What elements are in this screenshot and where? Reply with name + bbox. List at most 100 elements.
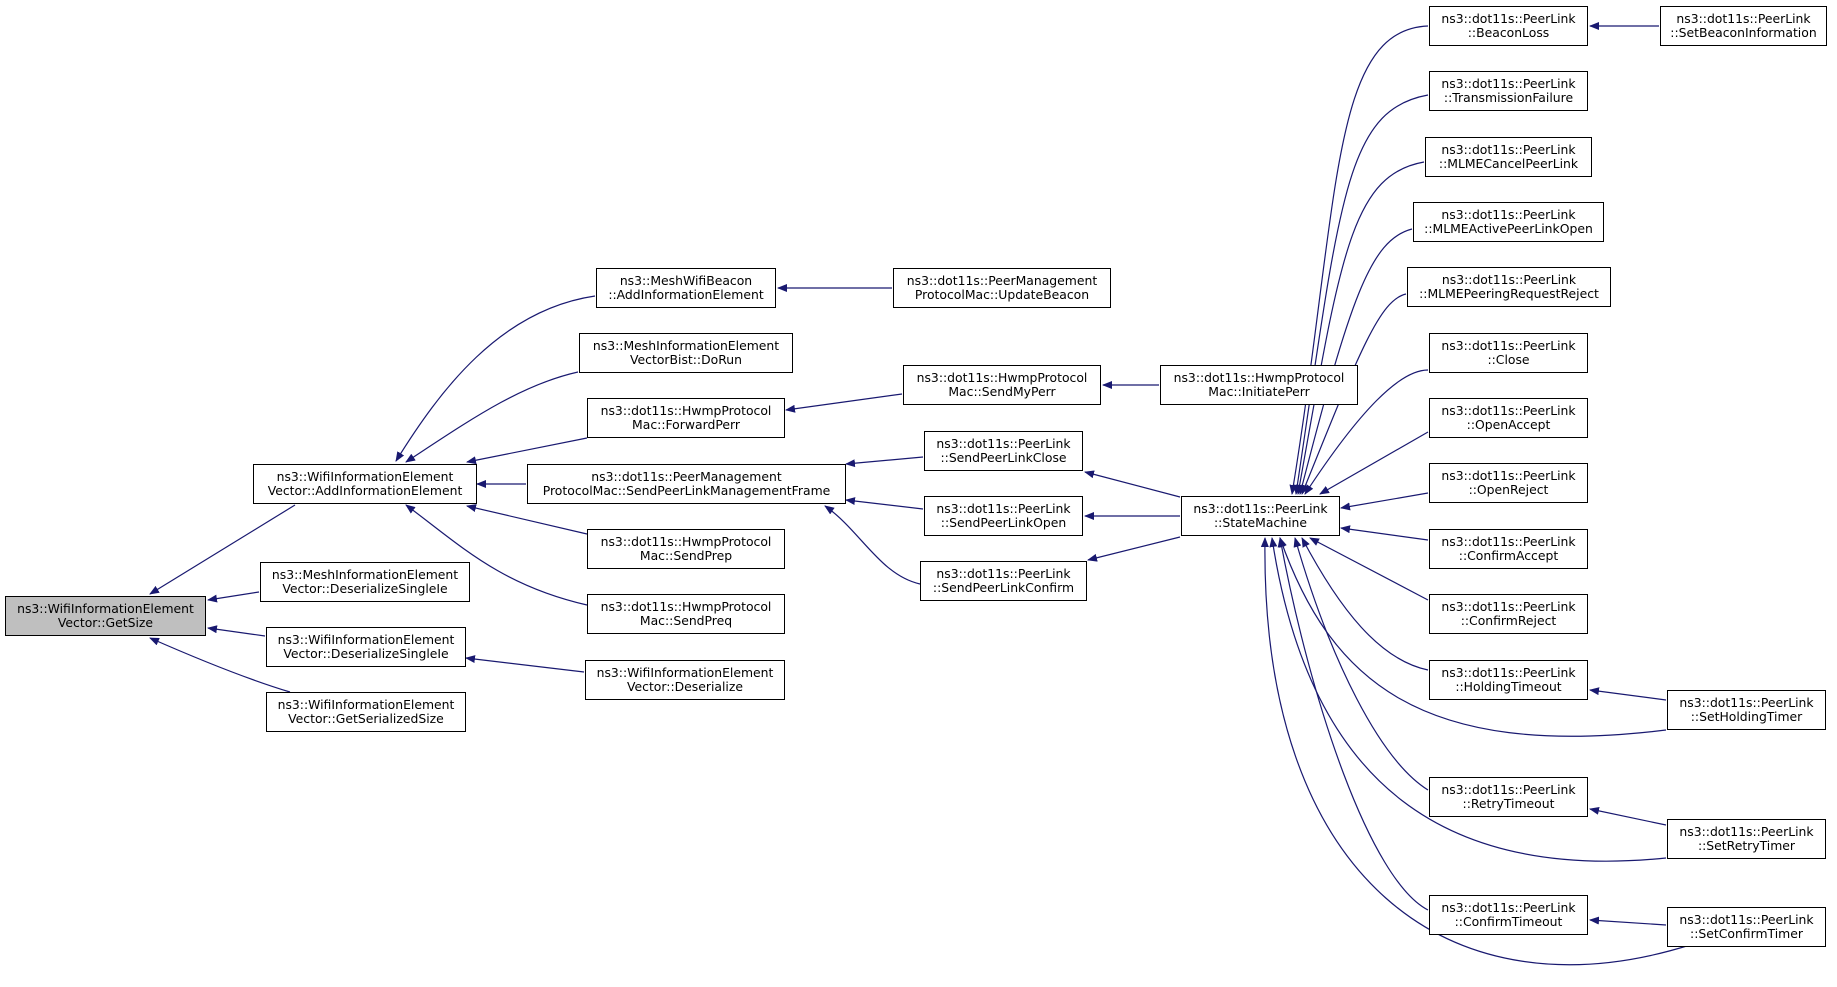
node-initperr[interactable]: ns3::dot11s::HwmpProtocol Mac::InitiateP… xyxy=(1160,365,1358,405)
node-fwdperr[interactable]: ns3::dot11s::HwmpProtocol Mac::ForwardPe… xyxy=(587,398,785,438)
node-addinfo[interactable]: ns3::WifiInformationElement Vector::AddI… xyxy=(253,464,477,504)
node-getsize: ns3::WifiInformationElement Vector::GetS… xyxy=(5,596,206,636)
edge-splconfirm-to-sendplmf xyxy=(824,505,921,585)
node-splclose[interactable]: ns3::dot11s::PeerLink ::SendPeerLinkClos… xyxy=(924,431,1083,471)
node-wifi-deser-line1: ns3::WifiInformationElement xyxy=(277,632,455,647)
node-statemachine-line2: ::StateMachine xyxy=(1213,515,1307,530)
node-setretry[interactable]: ns3::dot11s::PeerLink ::SetRetryTimer xyxy=(1667,819,1826,859)
node-beaconloss[interactable]: ns3::dot11s::PeerLink ::BeaconLoss xyxy=(1429,6,1588,46)
node-openreject-line2: ::OpenReject xyxy=(1468,482,1549,497)
edge-wifi_deserialize-to-wifi_deser xyxy=(465,655,585,673)
node-confreject[interactable]: ns3::dot11s::PeerLink ::ConfirmReject xyxy=(1429,594,1588,634)
node-txfail[interactable]: ns3::dot11s::PeerLink ::TransmissionFail… xyxy=(1429,71,1588,111)
node-retryto[interactable]: ns3::dot11s::PeerLink ::RetryTimeout xyxy=(1429,777,1588,817)
node-beacon-addinfo[interactable]: ns3::MeshWifiBeacon ::AddInformationElem… xyxy=(596,268,776,308)
node-wifi-deser[interactable]: ns3::WifiInformationElement Vector::Dese… xyxy=(266,627,466,667)
node-sendmyperr[interactable]: ns3::dot11s::HwmpProtocol Mac::SendMyPer… xyxy=(903,365,1101,405)
node-statemachine[interactable]: ns3::dot11s::PeerLink ::StateMachine xyxy=(1181,496,1340,536)
edge-beacon_addinfo-to-addinfo xyxy=(395,295,596,462)
node-beaconloss-line1: ns3::dot11s::PeerLink xyxy=(1441,11,1576,26)
node-mesh-deser-line1: ns3::MeshInformationElement xyxy=(271,567,459,582)
node-confreject-line2: ::ConfirmReject xyxy=(1460,613,1557,628)
node-mlmecancel-line2: ::MLMECancelPeerLink xyxy=(1438,156,1579,171)
edge-mlmeactive-to-statemachine xyxy=(1298,228,1413,495)
node-openaccept-line2: ::OpenAccept xyxy=(1466,417,1551,432)
node-sendprep-line2: Mac::SendPrep xyxy=(639,548,733,563)
node-retryto-line1: ns3::dot11s::PeerLink xyxy=(1441,782,1576,797)
edge-splopen-to-sendplmf xyxy=(845,497,924,510)
node-splopen-line2: ::SendPeerLinkOpen xyxy=(940,515,1067,530)
node-sendplmf[interactable]: ns3::dot11s::PeerManagement ProtocolMac:… xyxy=(527,464,846,504)
node-setbeacon-line2: ::SetBeaconInformation xyxy=(1670,25,1817,40)
node-mlmecancel[interactable]: ns3::dot11s::PeerLink ::MLMECancelPeerLi… xyxy=(1425,137,1592,177)
node-holdto-line2: ::HoldingTimeout xyxy=(1455,679,1562,694)
node-mlmereject[interactable]: ns3::dot11s::PeerLink ::MLMEPeeringReque… xyxy=(1407,267,1611,307)
node-setconfirm[interactable]: ns3::dot11s::PeerLink ::SetConfirmTimer xyxy=(1667,907,1826,947)
node-close-line1: ns3::dot11s::PeerLink xyxy=(1441,338,1576,353)
node-confaccept-line2: ::ConfirmAccept xyxy=(1458,548,1559,563)
node-fwdperr-line2: Mac::ForwardPerr xyxy=(632,417,740,432)
edge-setretry-to-retryto xyxy=(1589,806,1667,826)
node-initperr-line1: ns3::dot11s::HwmpProtocol xyxy=(1173,370,1345,385)
node-mlmereject-line1: ns3::dot11s::PeerLink xyxy=(1441,272,1577,287)
node-setholding-line1: ns3::dot11s::PeerLink xyxy=(1679,695,1814,710)
edge-sendprep-to-addinfo xyxy=(466,504,588,535)
node-beacon-addinfo-line2: ::AddInformationElement xyxy=(608,287,764,302)
node-confirmto-line2: ::ConfirmTimeout xyxy=(1454,914,1563,929)
edge-statemachine-to-splclose xyxy=(1084,470,1181,498)
node-sendplmf-line1: ns3::dot11s::PeerManagement xyxy=(591,469,782,484)
node-mesh-deser[interactable]: ns3::MeshInformationElement Vector::Dese… xyxy=(260,562,470,602)
node-holdto-line1: ns3::dot11s::PeerLink xyxy=(1441,665,1576,680)
edge-holdto-to-statemachine xyxy=(1301,537,1429,671)
node-confaccept[interactable]: ns3::dot11s::PeerLink ::ConfirmAccept xyxy=(1429,529,1588,569)
edge-confreject-to-statemachine xyxy=(1309,537,1429,601)
edge-retryto-to-statemachine xyxy=(1293,537,1429,791)
node-confirmto[interactable]: ns3::dot11s::PeerLink ::ConfirmTimeout xyxy=(1429,895,1588,935)
node-sendmyperr-line2: Mac::SendMyPerr xyxy=(948,384,1056,399)
node-wifi-deserialize[interactable]: ns3::WifiInformationElement Vector::Dese… xyxy=(585,660,785,700)
node-getserial[interactable]: ns3::WifiInformationElement Vector::GetS… xyxy=(266,692,466,732)
node-mlmeactive[interactable]: ns3::dot11s::PeerLink ::MLMEActivePeerLi… xyxy=(1413,202,1604,242)
node-confaccept-line1: ns3::dot11s::PeerLink xyxy=(1441,534,1576,549)
node-splconfirm[interactable]: ns3::dot11s::PeerLink ::SendPeerLinkConf… xyxy=(920,561,1087,601)
edge-confaccept-to-statemachine xyxy=(1340,525,1429,541)
node-openaccept[interactable]: ns3::dot11s::PeerLink ::OpenAccept xyxy=(1429,398,1588,438)
node-setholding[interactable]: ns3::dot11s::PeerLink ::SetHoldingTimer xyxy=(1667,690,1826,730)
edge-mlmecancel-to-statemachine xyxy=(1295,161,1425,495)
edge-mlmereject-to-statemachine xyxy=(1301,293,1407,495)
edge-fwdperr-to-addinfo xyxy=(466,437,588,465)
edge-wifi_deser-to-getsize xyxy=(207,625,266,637)
node-beaconloss-line2: ::BeaconLoss xyxy=(1467,25,1550,40)
node-setbeacon[interactable]: ns3::dot11s::PeerLink ::SetBeaconInforma… xyxy=(1660,6,1827,46)
node-close-line2: ::Close xyxy=(1487,352,1530,367)
node-splopen[interactable]: ns3::dot11s::PeerLink ::SendPeerLinkOpen xyxy=(924,496,1083,536)
node-openreject[interactable]: ns3::dot11s::PeerLink ::OpenReject xyxy=(1429,463,1588,503)
edge-setretry-to-statemachine xyxy=(1269,537,1667,862)
edges-layer xyxy=(149,22,1691,966)
node-sendpreq[interactable]: ns3::dot11s::HwmpProtocol Mac::SendPreq xyxy=(587,594,785,634)
node-mesh-dorun[interactable]: ns3::MeshInformationElement VectorBist::… xyxy=(579,333,793,373)
node-sendpreq-line1: ns3::dot11s::HwmpProtocol xyxy=(600,599,772,614)
node-fwdperr-line1: ns3::dot11s::HwmpProtocol xyxy=(600,403,772,418)
edge-close-to-statemachine xyxy=(1304,369,1429,495)
node-splclose-line2: ::SendPeerLinkClose xyxy=(940,450,1067,465)
edge-getserial-to-getsize xyxy=(149,637,291,693)
node-confirmto-line1: ns3::dot11s::PeerLink xyxy=(1441,900,1576,915)
node-openaccept-line1: ns3::dot11s::PeerLink xyxy=(1441,403,1576,418)
edge-beaconloss-to-statemachine xyxy=(1289,25,1429,495)
node-setconfirm-line1: ns3::dot11s::PeerLink xyxy=(1679,912,1814,927)
node-wifi-deser-line2: Vector::DeserializeSingleIe xyxy=(283,646,449,661)
node-updbeacon[interactable]: ns3::dot11s::PeerManagement ProtocolMac:… xyxy=(893,268,1111,308)
node-sendmyperr-line1: ns3::dot11s::HwmpProtocol xyxy=(916,370,1088,385)
node-sendprep-line1: ns3::dot11s::HwmpProtocol xyxy=(600,534,772,549)
node-holdto[interactable]: ns3::dot11s::PeerLink ::HoldingTimeout xyxy=(1429,660,1588,700)
edge-setholding-to-holdto xyxy=(1589,687,1667,701)
node-sendprep[interactable]: ns3::dot11s::HwmpProtocol Mac::SendPrep xyxy=(587,529,785,569)
node-txfail-line1: ns3::dot11s::PeerLink xyxy=(1441,76,1576,91)
node-splconfirm-line2: ::SendPeerLinkConfirm xyxy=(932,580,1075,595)
node-close[interactable]: ns3::dot11s::PeerLink ::Close xyxy=(1429,333,1588,373)
node-mlmereject-line2: ::MLMEPeeringRequestReject xyxy=(1419,286,1599,301)
node-setholding-line2: ::SetHoldingTimer xyxy=(1690,709,1803,724)
node-setconfirm-line2: ::SetConfirmTimer xyxy=(1690,926,1803,941)
